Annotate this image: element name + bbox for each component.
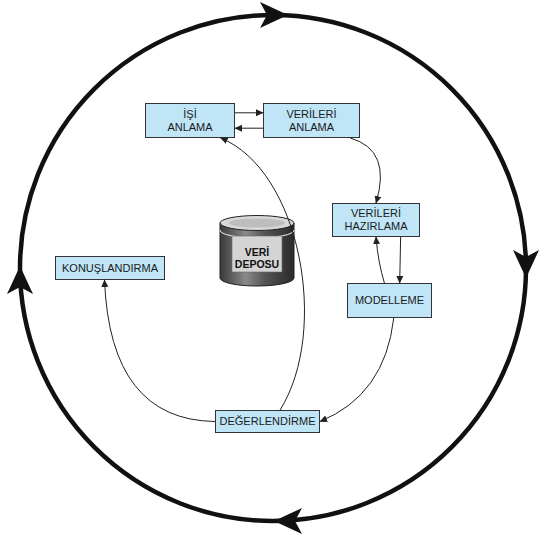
node-label: VERİLERİ ANLAMA (277, 108, 347, 133)
process-box: MODELLEME (347, 283, 432, 318)
cylinder-part (232, 236, 282, 272)
process-box: VERİLERİ HAZIRLAMA (332, 203, 420, 237)
text-holder: MODELLEME (348, 294, 431, 307)
flow-arrow (235, 112, 263, 113)
flow-arrow (320, 318, 394, 422)
process-box: DEĞERLENDİRME (215, 410, 320, 433)
data-store-cylinder: VERİ DEPOSU (218, 214, 296, 288)
node-label: MODELLEME (348, 294, 431, 307)
node-label: KONUŞLANDIRMA (56, 262, 164, 275)
node-label: VERİ DEPOSU (232, 246, 282, 270)
flow-arrow (350, 138, 380, 203)
text-holder: KONUŞLANDIRMA (56, 262, 164, 275)
text-holder: VERİLERİ HAZIRLAMA (336, 207, 416, 232)
node-label: DEĞERLENDİRME (216, 415, 319, 428)
cycle-circle (20, 15, 526, 521)
text-holder: VERİ DEPOSU (232, 246, 282, 270)
process-box: İŞİ ANLAMA (145, 103, 235, 138)
node-label: VERİLERİ HAZIRLAMA (336, 207, 416, 232)
flow-arrow (376, 237, 384, 283)
cycle-arrowhead (7, 266, 33, 294)
process-box: KONUŞLANDIRMA (55, 256, 165, 280)
flow-arrow (221, 138, 305, 410)
cycle-arrowhead (274, 508, 302, 534)
cycle-arrowhead (513, 250, 539, 278)
flow-arrow (235, 128, 263, 129)
text-holder: VERİLERİ ANLAMA (277, 108, 347, 133)
text-holder: DEĞERLENDİRME (216, 415, 319, 428)
process-box: VERİLERİ ANLAMA (263, 103, 360, 138)
node-label: İŞİ ANLAMA (160, 108, 220, 133)
flow-arrow (399, 237, 401, 283)
text-holder: İŞİ ANLAMA (160, 108, 220, 133)
cycle-arrowhead (260, 2, 288, 28)
cylinder-part (229, 219, 285, 228)
cylinder-part (220, 223, 294, 286)
cylinder-part (220, 216, 294, 231)
flow-arrow (105, 280, 216, 422)
